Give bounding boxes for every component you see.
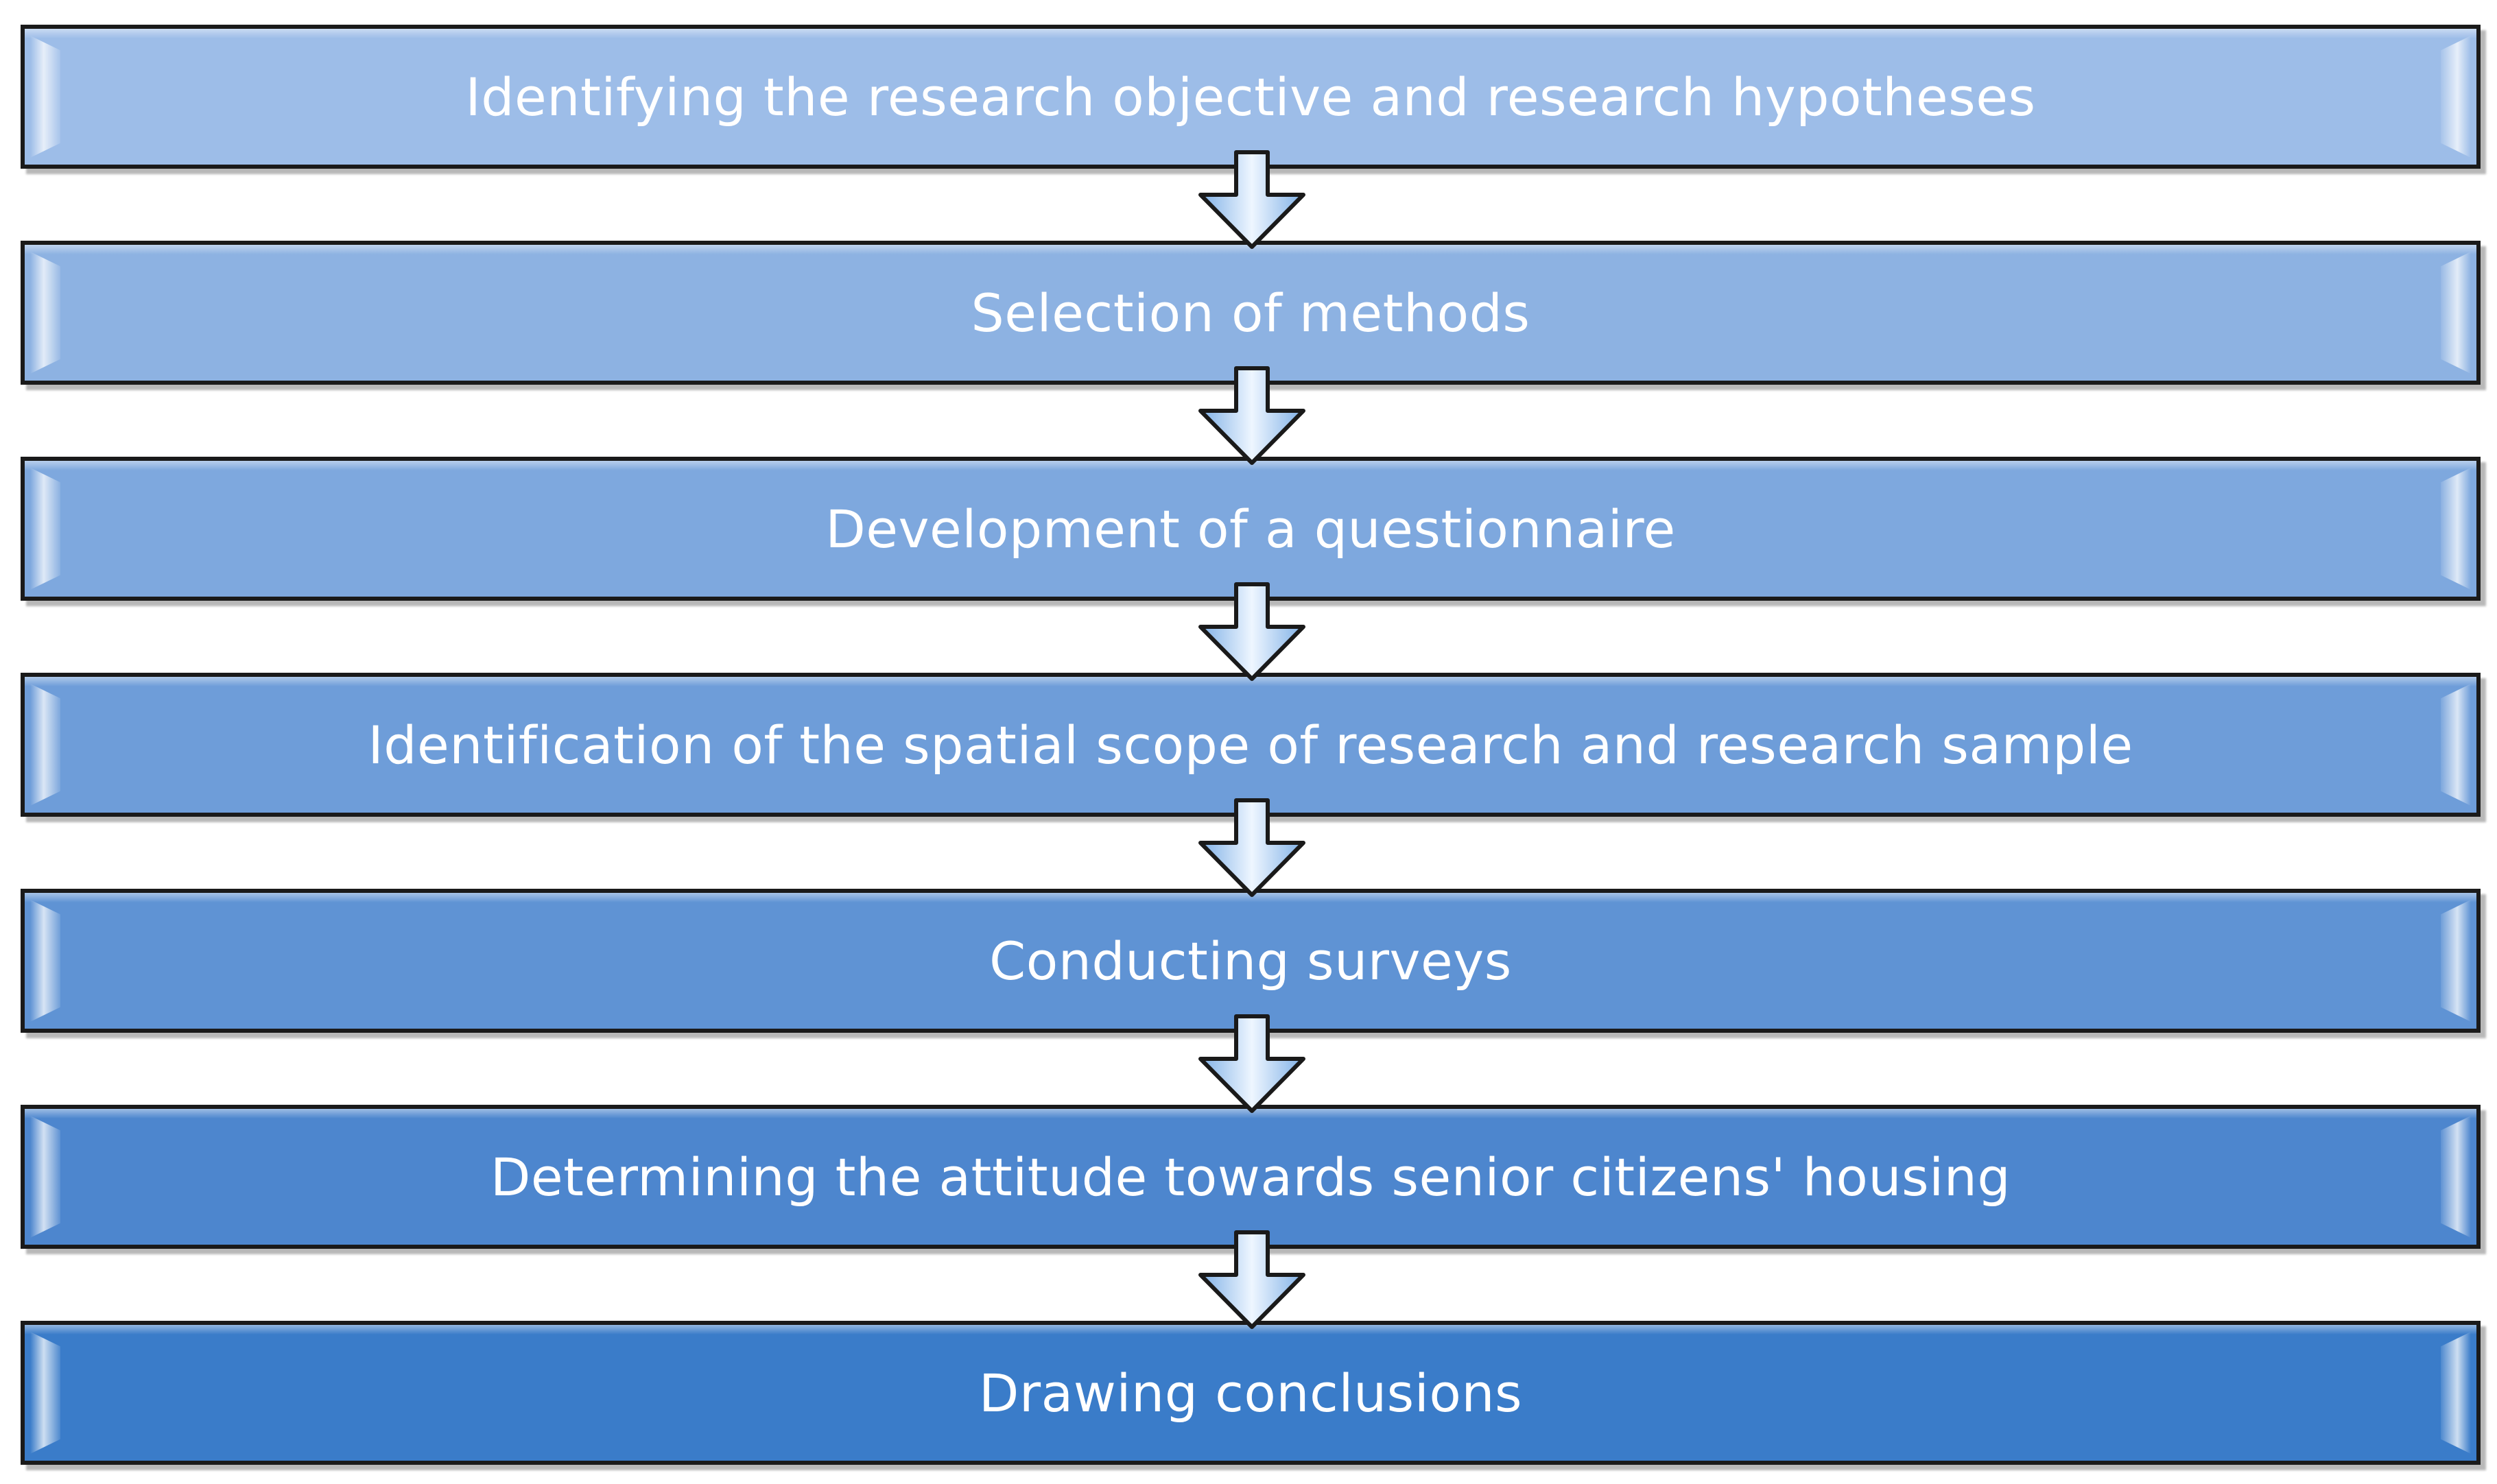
step-box-1: Identifying the research objective and r… — [21, 25, 2481, 169]
step-bevel-left — [30, 1116, 60, 1238]
down-arrow-shape — [1198, 366, 1305, 465]
down-arrow-icon — [1198, 798, 1305, 897]
step-box-3: Development of a questionnaire — [21, 457, 2481, 601]
step-gloss — [25, 893, 2476, 902]
down-arrow-shape — [1198, 150, 1305, 249]
step-bevel-left — [30, 468, 60, 590]
step-bevel-left — [30, 684, 60, 806]
step-bevel-right — [2441, 900, 2471, 1022]
step-bevel-right — [2441, 252, 2471, 374]
step-bevel-right — [2441, 684, 2471, 806]
step-bevel-left — [30, 36, 60, 158]
down-arrow-shape — [1198, 798, 1305, 897]
step-label-1: Identifying the research objective and r… — [465, 66, 2036, 128]
step-bevel-right — [2441, 1332, 2471, 1454]
down-arrow-shape — [1198, 582, 1305, 681]
down-arrow-icon — [1198, 582, 1305, 681]
step-gloss — [25, 29, 2476, 38]
step-label-6: Determining the attitude towards senior … — [490, 1146, 2011, 1208]
step-label-7: Drawing conclusions — [978, 1362, 1523, 1424]
step-gloss — [25, 677, 2476, 686]
step-bevel-left — [30, 1332, 60, 1454]
step-box-7: Drawing conclusions — [21, 1321, 2481, 1465]
down-arrow-icon — [1198, 1230, 1305, 1329]
step-bevel-right — [2441, 36, 2471, 158]
down-arrow-icon — [1198, 366, 1305, 465]
step-gloss — [25, 1325, 2476, 1335]
down-arrow-shape — [1198, 1230, 1305, 1329]
step-gloss — [25, 1109, 2476, 1118]
step-box-5: Conducting surveys — [21, 889, 2481, 1033]
step-gloss — [25, 461, 2476, 470]
step-box-6: Determining the attitude towards senior … — [21, 1105, 2481, 1249]
step-label-4: Identification of the spatial scope of r… — [368, 714, 2133, 776]
step-bevel-left — [30, 252, 60, 374]
step-box-4: Identification of the spatial scope of r… — [21, 673, 2481, 817]
step-box-2: Selection of methods — [21, 241, 2481, 385]
down-arrow-icon — [1198, 150, 1305, 249]
step-label-2: Selection of methods — [971, 282, 1530, 344]
down-arrow-icon — [1198, 1014, 1305, 1113]
step-bevel-right — [2441, 468, 2471, 590]
down-arrow-shape — [1198, 1014, 1305, 1113]
step-gloss — [25, 245, 2476, 254]
step-bevel-right — [2441, 1116, 2471, 1238]
step-label-5: Conducting surveys — [989, 930, 1512, 992]
step-label-3: Development of a questionnaire — [825, 498, 1676, 560]
step-bevel-left — [30, 900, 60, 1022]
